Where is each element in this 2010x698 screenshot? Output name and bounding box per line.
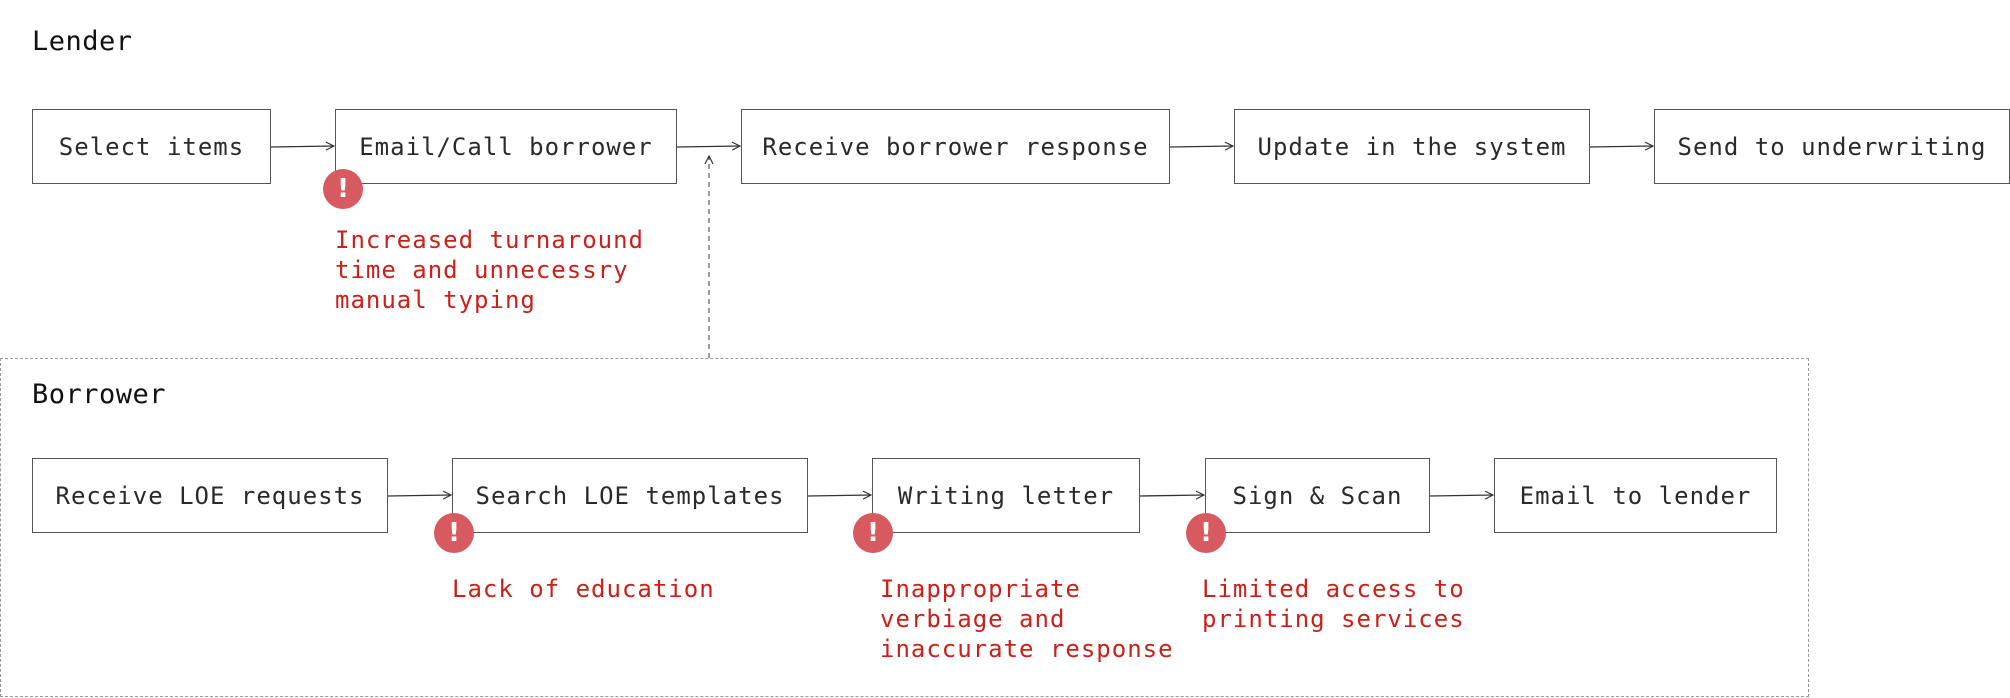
borrower-arrow-1 xyxy=(387,495,451,496)
borrower-step-receive-loe-requests[interactable]: Receive LOE requests xyxy=(32,458,388,533)
borrower-issue-inappropriate-verbiage: Inappropriate verbiage and inaccurate re… xyxy=(880,575,1174,663)
borrower-step-writing-letter[interactable]: Writing letter xyxy=(872,458,1140,533)
borrower-issue-limited-printing: Limited access to printing services xyxy=(1202,575,1465,633)
borrower-step-search-loe-templates[interactable]: Search LOE templates xyxy=(452,458,808,533)
borrower-lane-title: Borrower xyxy=(32,379,167,410)
lender-step-update-in-system[interactable]: Update in the system xyxy=(1234,109,1590,184)
borrower-lane xyxy=(0,358,1809,697)
borrower-issue-lack-of-education: Lack of education xyxy=(452,575,715,603)
borrower-warning-icon-3: ! xyxy=(1186,513,1226,553)
borrower-warning-icon-1: ! xyxy=(434,513,474,553)
lender-warning-icon-1: ! xyxy=(323,169,363,209)
borrower-step-sign-and-scan[interactable]: Sign & Scan xyxy=(1205,458,1430,533)
lender-arrow-2 xyxy=(676,146,740,147)
borrower-step-email-to-lender[interactable]: Email to lender xyxy=(1494,458,1777,533)
lender-step-send-to-underwriting[interactable]: Send to underwriting xyxy=(1654,109,2010,184)
lender-arrow-1 xyxy=(270,146,334,147)
borrower-arrow-4 xyxy=(1429,495,1493,496)
lender-arrow-3 xyxy=(1169,146,1233,147)
borrower-arrow-3 xyxy=(1139,495,1204,496)
lender-step-select-items[interactable]: Select items xyxy=(32,109,271,184)
lender-lane-title: Lender xyxy=(32,26,133,57)
lender-step-email-call-borrower[interactable]: Email/Call borrower xyxy=(335,109,677,184)
borrower-warning-icon-2: ! xyxy=(853,513,893,553)
lender-issue-turnaround: Increased turnaround time and unnecessry… xyxy=(335,226,644,314)
lender-arrow-4 xyxy=(1589,146,1653,147)
borrower-arrow-2 xyxy=(807,495,871,496)
lender-step-receive-borrower-response[interactable]: Receive borrower response xyxy=(741,109,1170,184)
